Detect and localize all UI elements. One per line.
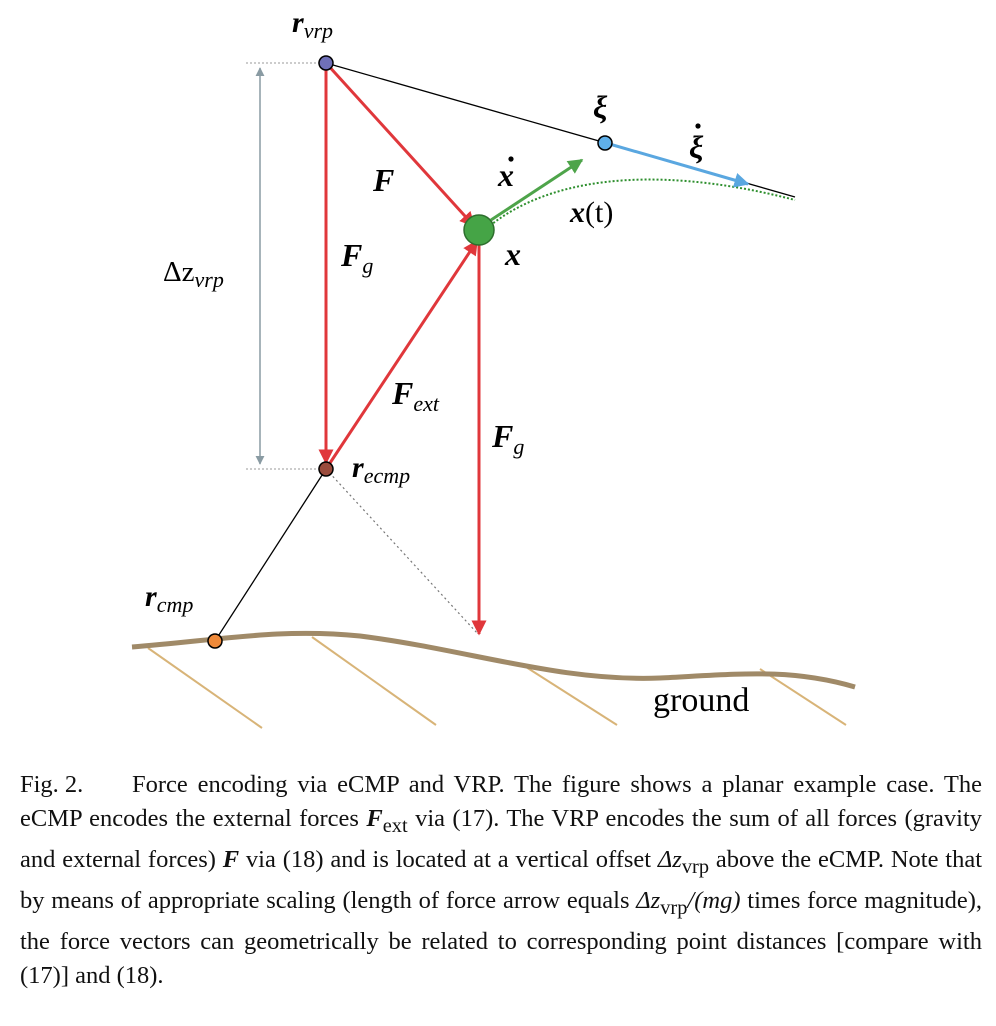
- force-F-arrow: [324, 61, 476, 228]
- caption-delta-z-1-sub: vrp: [681, 855, 710, 878]
- label-r-cmp: rcmp: [145, 580, 193, 617]
- svg-text:x: x: [497, 157, 514, 193]
- caption-text-2: via (17). The VRP encodes the sum of all…: [20, 805, 983, 873]
- figure-caption: Fig. 2.Force encoding via eCMP and VRP. …: [20, 768, 982, 993]
- caption-text-6: times force magnitude), the force vector…: [20, 886, 982, 989]
- caption-delta-z-2: Δz: [636, 886, 661, 914]
- caption-delta-z-1: Δz: [657, 845, 682, 873]
- cmp-point: [207, 633, 223, 649]
- com-velocity-arrow: [490, 158, 584, 222]
- com-trajectory: [486, 178, 796, 229]
- ground-hatching: [147, 636, 847, 729]
- dcm-point: [597, 135, 613, 151]
- label-r-ecmp: recmp: [352, 451, 410, 488]
- label-Fg-left: Fg: [340, 237, 373, 278]
- label-xi: ξ: [593, 89, 608, 125]
- dcm-velocity-arrow: [605, 141, 750, 188]
- caption-text-3: via (18) and is located at a vertical of…: [239, 845, 658, 873]
- caption-text-4: above the eCMP. Note that by means of ap…: [20, 845, 983, 914]
- force-encoding-figure: rvrp ξ ξ x F x(t) x Δzvrp Fg Fext Fg rec…: [131, 6, 856, 729]
- ground-surface: [131, 630, 856, 690]
- caption-F: F: [222, 845, 240, 873]
- caption-mg: /(mg): [687, 886, 741, 914]
- label-xi-dot: ξ: [689, 123, 704, 165]
- vrp-point: [318, 55, 334, 71]
- label-r-vrp: rvrp: [292, 6, 333, 43]
- caption-delta-z-2-sub: vrp: [660, 896, 688, 919]
- com-point: [463, 214, 495, 246]
- caption-text-1: Force encoding via eCMP and VRP. The fig…: [20, 771, 982, 832]
- label-Fg-right: Fg: [491, 418, 524, 459]
- svg-text:ξ: ξ: [689, 129, 704, 165]
- label-delta-z-vrp: Δzvrp: [163, 256, 224, 292]
- label-x-dot: x: [497, 156, 514, 193]
- force-Fext-arrow: [324, 239, 479, 470]
- ecmp-to-cmp-line: [214, 468, 327, 642]
- ecmp-dashed-line: [325, 468, 479, 635]
- caption-fig-label: Fig. 2.: [20, 771, 84, 798]
- label-ground: ground: [653, 682, 749, 719]
- caption-F-ext-sub: ext: [382, 814, 408, 837]
- label-x: x: [504, 236, 521, 272]
- label-x-of-t: x(t): [569, 196, 613, 229]
- label-F-ext: Fext: [391, 375, 440, 416]
- caption-F-ext: F: [366, 805, 383, 832]
- label-F: F: [372, 162, 394, 198]
- ecmp-point: [318, 461, 334, 477]
